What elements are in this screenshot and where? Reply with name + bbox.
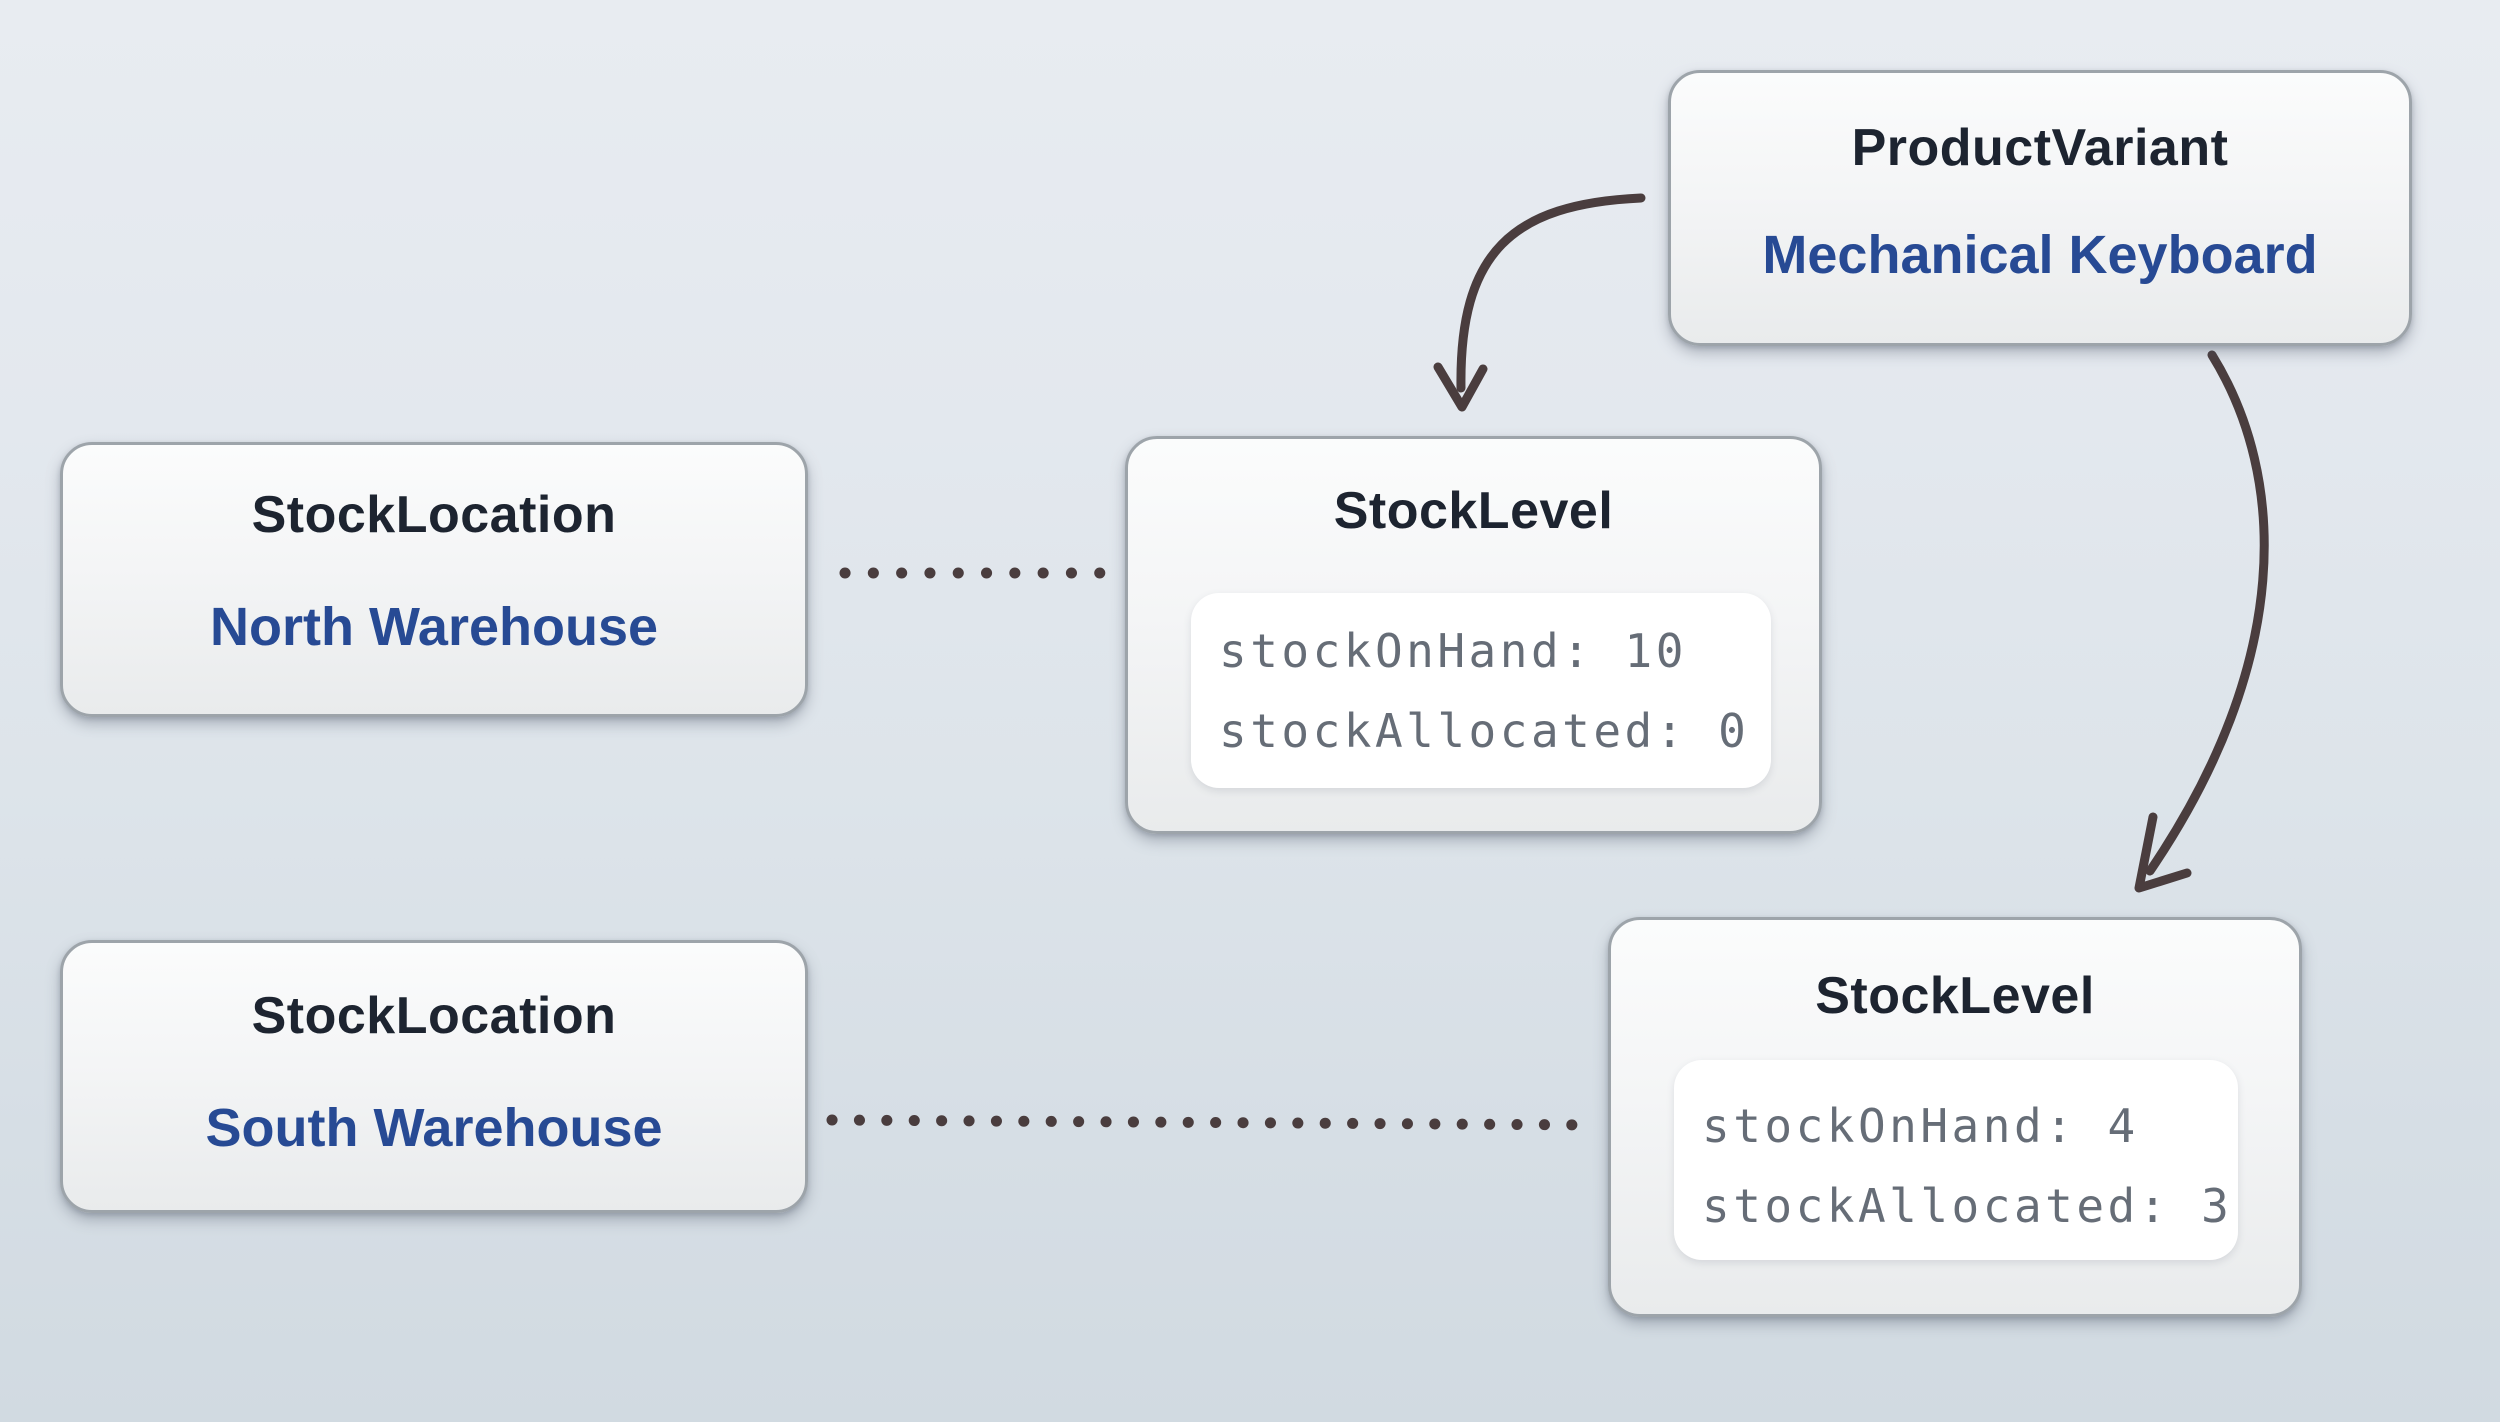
entity-instance-name: North Warehouse: [209, 597, 659, 657]
node-product-variant: ProductVariant Mechanical Keyboard: [1668, 70, 2412, 346]
entity-type-label: StockLevel: [1333, 482, 1614, 540]
field-stock-on-hand: stockOnHand: 4: [1702, 1099, 2139, 1153]
arrow-curve: [1456, 193, 1646, 393]
entity-instance-name: South Warehouse: [205, 1098, 663, 1158]
stock-fields-panel: stockOnHand: 10 stockAllocated: 0: [1191, 593, 1771, 788]
entity-type-label: StockLocation: [251, 987, 617, 1045]
arrow-product-variant-to-stock-level-south: [2134, 350, 2269, 893]
field-stock-on-hand: stockOnHand: 10: [1219, 623, 1687, 678]
stock-fields-panel: stockOnHand: 4 stockAllocated: 3: [1674, 1060, 2238, 1260]
field-stock-allocated: stockAllocated: 0: [1219, 703, 1750, 758]
field-stock-allocated: stockAllocated: 3: [1702, 1179, 2233, 1233]
dotted-link-stock-location-south-to-stock-level-south: [826, 1114, 1602, 1131]
entity-type-label: StockLocation: [251, 486, 617, 544]
entity-type-label: StockLevel: [1815, 967, 2095, 1025]
node-stock-level-north: StockLevel stockOnHand: 10 stockAllocate…: [1125, 436, 1822, 834]
arrowhead-icon: [2134, 812, 2192, 893]
arrow-product-variant-to-stock-level-north: [1433, 193, 1646, 412]
node-stock-location-south: StockLocation South Warehouse: [60, 940, 808, 1213]
entity-type-label: ProductVariant: [1851, 119, 2229, 177]
node-stock-location-north: StockLocation North Warehouse: [60, 442, 808, 717]
entity-instance-name: Mechanical Keyboard: [1762, 225, 2318, 285]
arrowhead-icon: [1433, 362, 1488, 412]
node-stock-level-south: StockLevel stockOnHand: 4 stockAllocated…: [1608, 917, 2302, 1317]
arrow-curve: [2145, 350, 2269, 876]
